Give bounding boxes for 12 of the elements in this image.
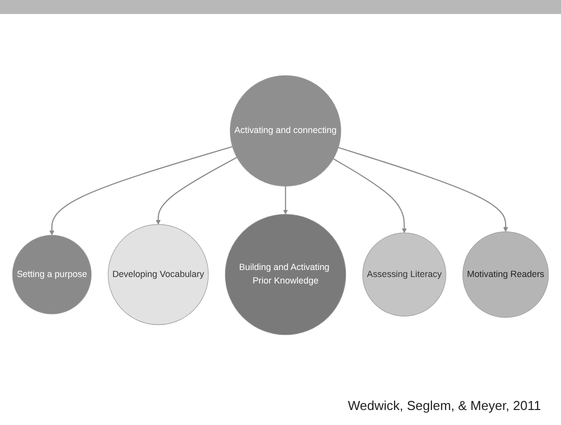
- node-circle: Developing Vocabulary: [108, 224, 209, 326]
- citation-caption: Wedwick, Seglem, & Meyer, 2011: [348, 398, 541, 413]
- arrow: [338, 147, 508, 232]
- node-circle: Setting a purpose: [12, 235, 92, 315]
- node-circle: Activating and connecting: [230, 76, 342, 187]
- node-circle: Motivating Readers: [462, 232, 549, 318]
- arrow: [333, 158, 407, 234]
- node-circle: Building and Activating Prior Knowledge: [224, 214, 346, 336]
- arrow: [156, 157, 238, 225]
- node-circle: Assessing Literacy: [362, 232, 446, 317]
- arrow: [49, 146, 233, 236]
- arrow: [283, 186, 288, 215]
